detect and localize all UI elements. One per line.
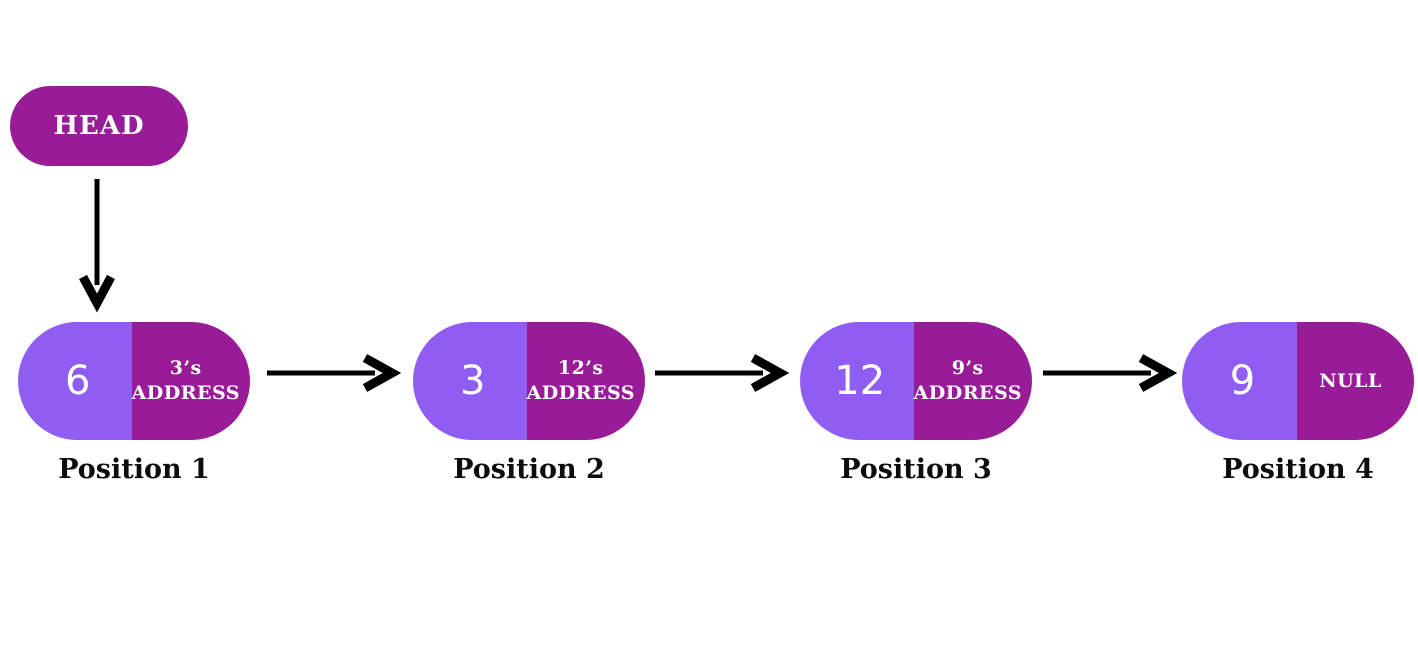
- list-node-3: 12 9’s ADDRESS: [800, 322, 1032, 440]
- node-4-pointer: NULL: [1297, 322, 1414, 440]
- node-3-pointer-line1: 9’s: [951, 357, 984, 380]
- node-1-pointer: 3’s ADDRESS: [131, 322, 250, 440]
- node-1-pointer-line1: 3’s: [169, 357, 202, 380]
- arrow-right-icon-2: [655, 354, 789, 392]
- node-4-value-text: 9: [1229, 358, 1256, 404]
- node-2-pointer-line2: ADDRESS: [526, 382, 635, 404]
- list-node-2: 3 12’s ADDRESS: [413, 322, 645, 440]
- head-node: HEAD: [10, 86, 188, 166]
- position-label-3: Position 3: [840, 454, 992, 485]
- position-label-4: Position 4: [1222, 454, 1374, 485]
- list-node-1: 6 3’s ADDRESS: [18, 322, 250, 440]
- node-3-value-text: 12: [834, 358, 886, 404]
- node-4-value: 9: [1182, 322, 1298, 440]
- position-label-2: Position 2: [453, 454, 605, 485]
- node-2-value-text: 3: [460, 358, 486, 404]
- position-label-1: Position 1: [58, 454, 210, 485]
- node-1-pointer-line2: ADDRESS: [131, 382, 240, 404]
- node-3-pointer-line2: ADDRESS: [913, 382, 1022, 404]
- node-3-value: 12: [800, 322, 914, 440]
- arrow-right-icon-3: [1043, 354, 1177, 392]
- node-1-value-text: 6: [65, 358, 91, 404]
- node-2-pointer-line1: 12’s: [557, 357, 604, 380]
- node-4-pointer-line1: NULL: [1319, 369, 1382, 392]
- node-2-pointer: 12’s ADDRESS: [526, 322, 645, 440]
- head-label: HEAD: [53, 111, 145, 141]
- node-1-value: 6: [18, 322, 132, 440]
- list-node-4: 9 NULL: [1182, 322, 1414, 440]
- node-3-pointer: 9’s ADDRESS: [913, 322, 1032, 440]
- arrow-right-icon-1: [267, 354, 401, 392]
- arrow-down-icon: [79, 179, 115, 313]
- node-2-value: 3: [413, 322, 527, 440]
